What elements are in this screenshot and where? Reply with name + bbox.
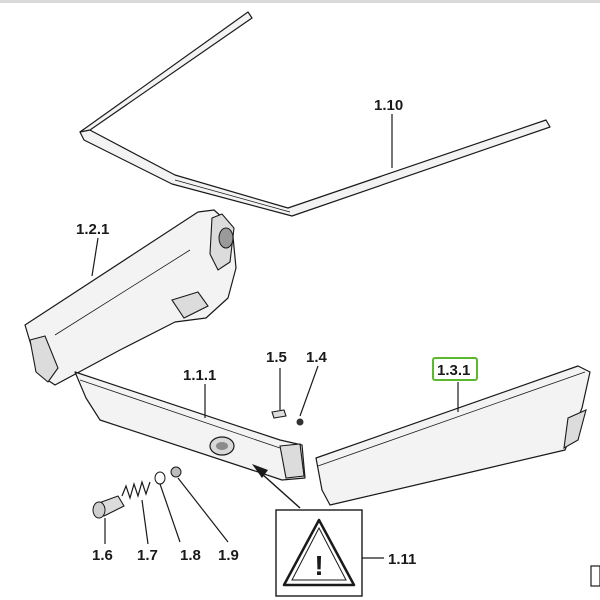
part-1-5-screw[interactable] (271, 409, 287, 419)
label-1-2-1: 1.2.1 (76, 221, 109, 238)
corner-marker (590, 565, 600, 587)
leader-lines (91, 114, 459, 559)
part-1-9-nut[interactable] (170, 466, 182, 478)
label-1-6: 1.6 (92, 547, 113, 564)
part-1-10-seal-strip[interactable] (79, 11, 551, 217)
selected-part-highlight (432, 357, 478, 381)
top-divider (0, 0, 600, 3)
part-1-2-1-left-trim[interactable] (24, 209, 237, 386)
label-1-1-1: 1.1.1 (183, 367, 216, 384)
direction-arrow (252, 464, 301, 509)
label-1-9: 1.9 (218, 547, 239, 564)
label-1-4: 1.4 (306, 349, 328, 366)
label-1-11: 1.11 (388, 551, 416, 568)
part-1-3-1-right-trim[interactable] (315, 365, 591, 506)
part-1-4-nut[interactable] (296, 418, 304, 426)
label-1-7: 1.7 (137, 547, 158, 564)
part-1-6-knob[interactable] (92, 495, 125, 519)
part-1-1-1-center-trim[interactable] (74, 371, 306, 481)
part-1-8-washer[interactable] (154, 471, 166, 485)
label-1-5: 1.5 (266, 349, 287, 366)
label-1-10: 1.10 (374, 97, 403, 114)
label-1-3-1[interactable]: 1.3.1 (437, 362, 470, 379)
part-1-11-warning-label[interactable]: ! (275, 509, 363, 597)
warning-exclamation: ! (314, 550, 323, 581)
part-1-7-spring[interactable] (121, 479, 151, 501)
label-1-8: 1.8 (180, 547, 201, 564)
